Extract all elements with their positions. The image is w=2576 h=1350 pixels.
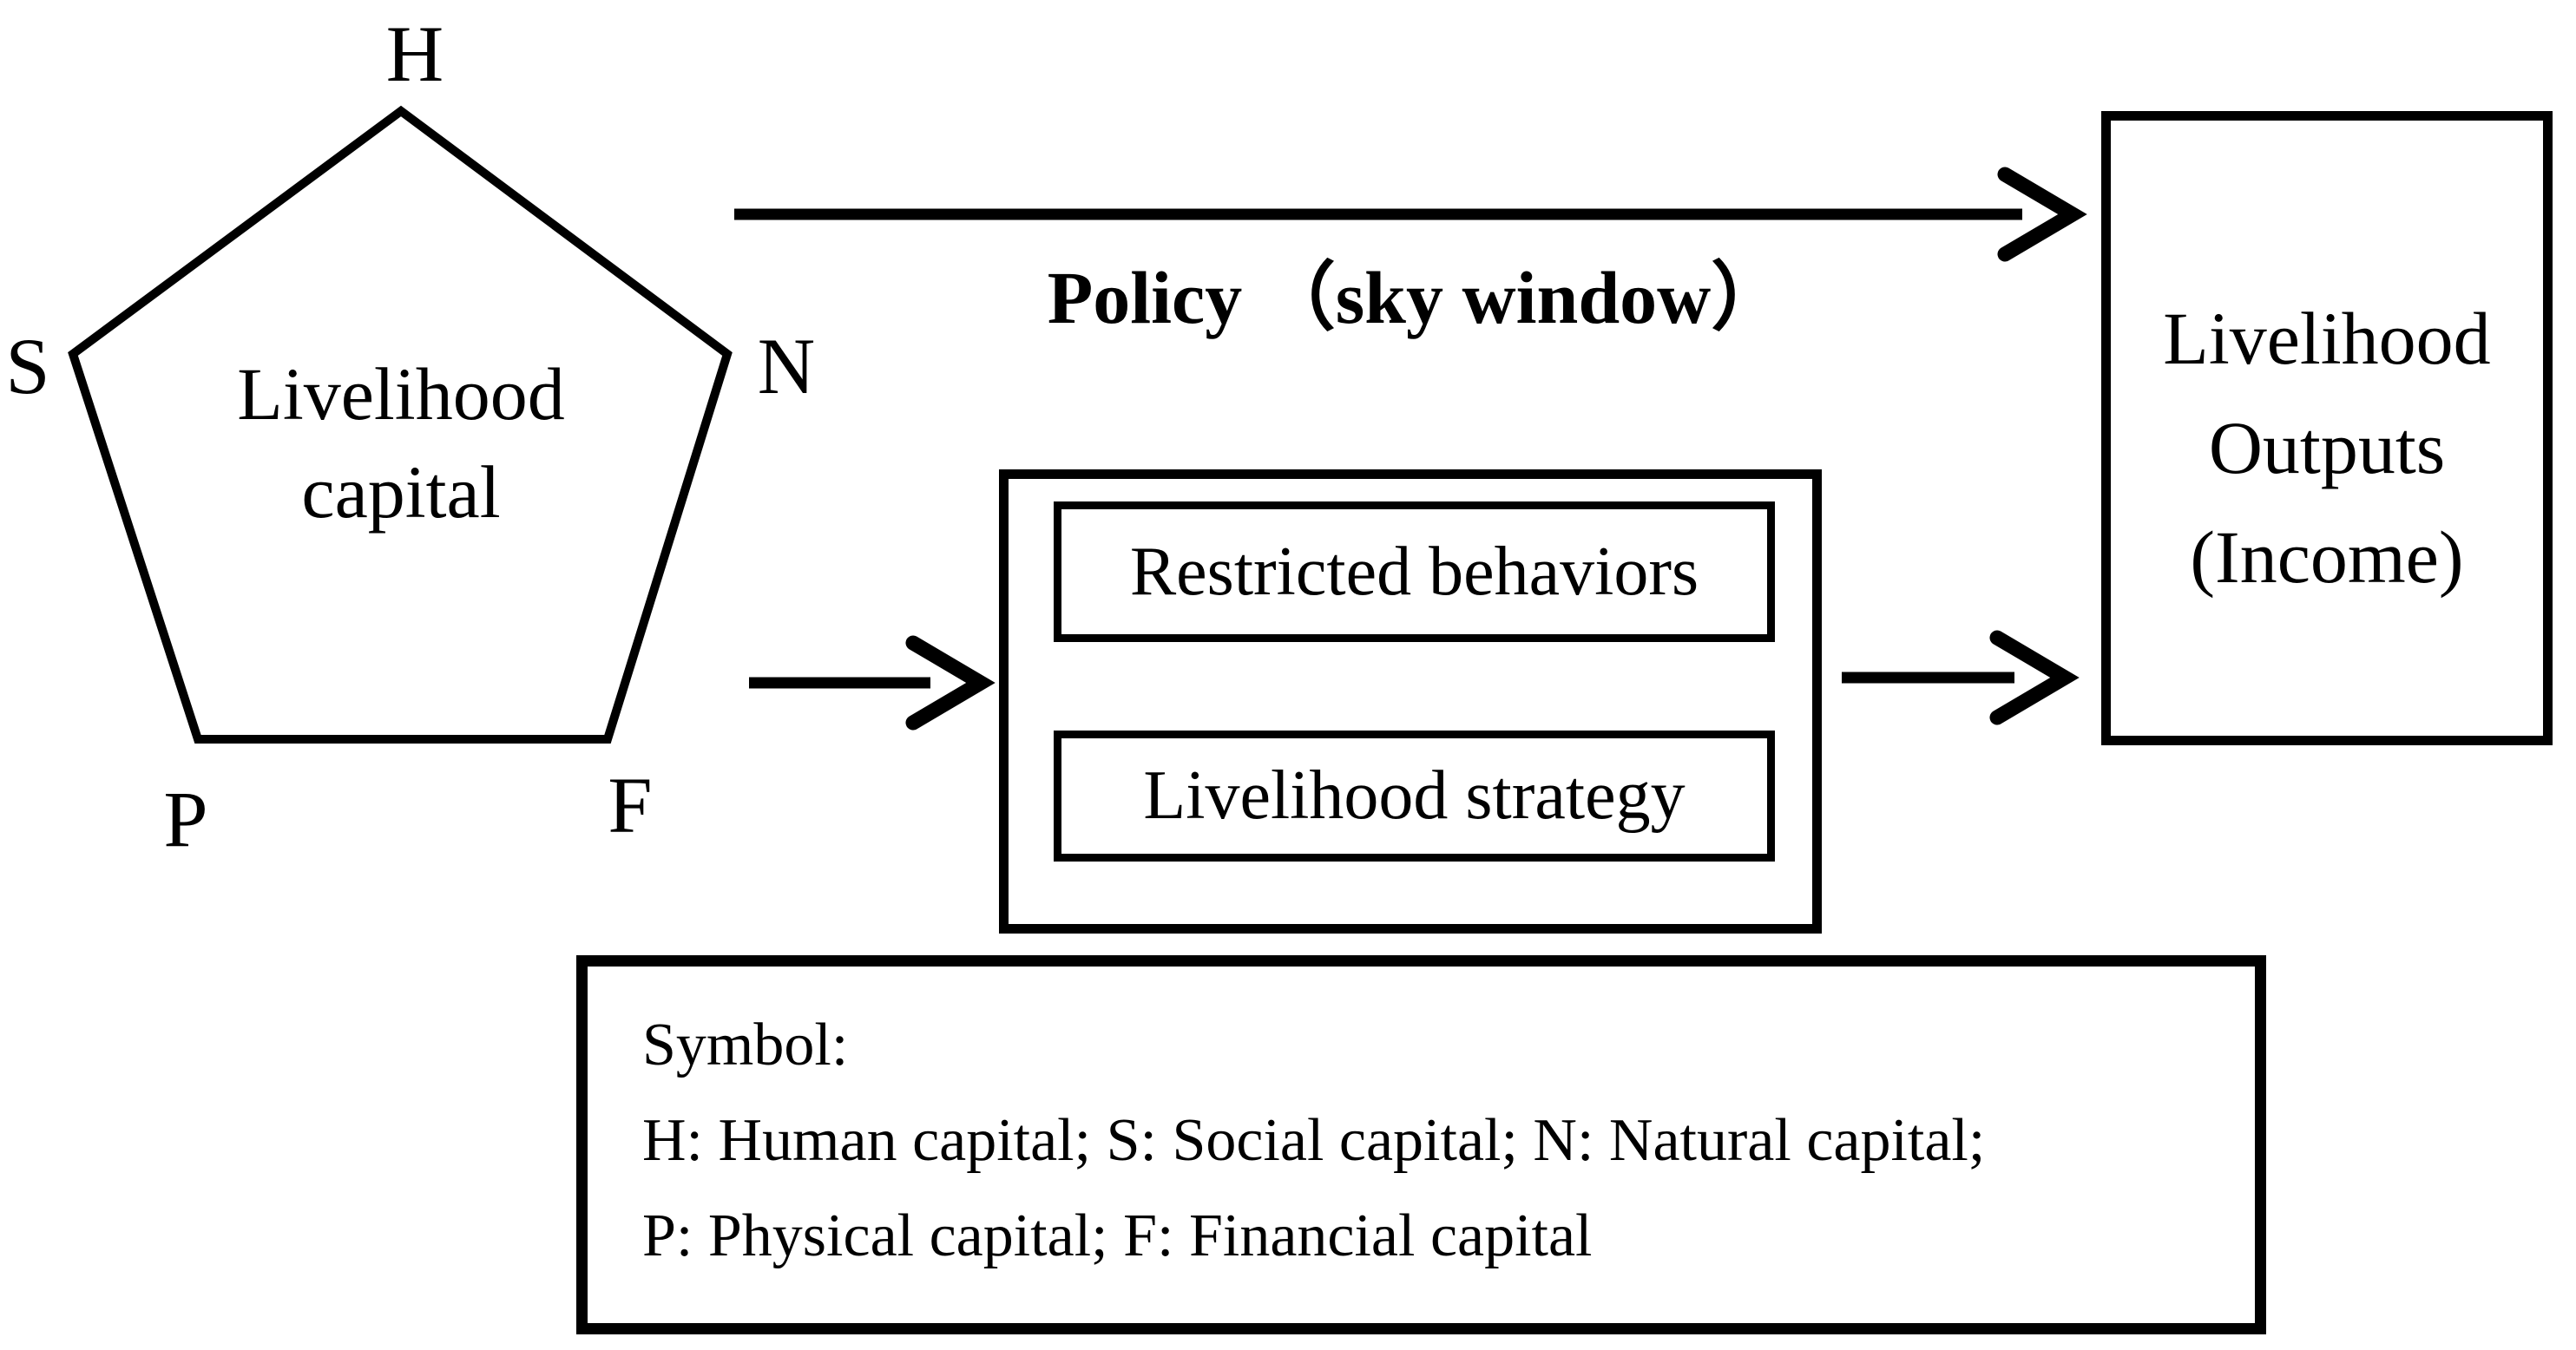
vertex-label-f: F (608, 761, 653, 849)
legend-line2: H: Human capital; S: Social capital; N: … (642, 1107, 1986, 1174)
outputs-line3: (Income) (2190, 515, 2464, 599)
livelihood-strategy-label: Livelihood strategy (1143, 757, 1686, 834)
legend-line3: P: Physical capital; F: Financial capita… (642, 1203, 1593, 1269)
pentagon-title: Livelihood capital (237, 345, 564, 541)
restricted-behaviors-box: Restricted behaviors (1054, 501, 1775, 642)
pentagon-shape (68, 105, 733, 744)
livelihood-outputs-text: Livelihood Outputs (Income) (2101, 284, 2553, 612)
process-container-box (999, 469, 1822, 934)
livelihood-strategy-box: Livelihood strategy (1054, 731, 1775, 862)
livelihood-outputs-box (2101, 111, 2553, 745)
vertex-label-n: N (757, 322, 816, 410)
restricted-behaviors-label: Restricted behaviors (1129, 533, 1699, 610)
symbol-legend-text: Symbol: H: Human capital; S: Social capi… (642, 998, 1985, 1284)
pentagon-title-line1: Livelihood (237, 352, 565, 436)
policy-arrow-label: Policy （sky window） (1047, 256, 1786, 339)
pentagon-title-line2: capital (301, 450, 501, 534)
outputs-line1: Livelihood (2163, 297, 2491, 380)
vertex-label-s: S (5, 322, 50, 410)
symbol-legend-box (576, 955, 2266, 1334)
outputs-line2: Outputs (2208, 406, 2446, 489)
vertex-label-p: P (163, 775, 208, 863)
legend-line1: Symbol: (642, 1012, 849, 1078)
vertex-label-h: H (385, 10, 444, 98)
